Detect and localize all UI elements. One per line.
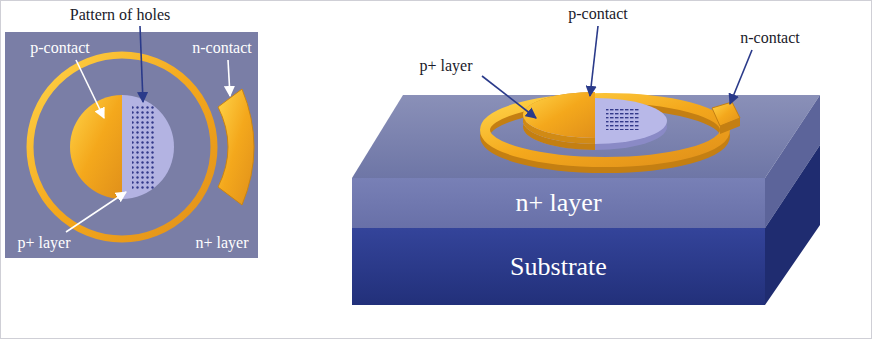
p-contact-pad — [70, 95, 122, 199]
layer-band: n+ layer — [352, 178, 765, 228]
ring-contact — [485, 98, 725, 162]
leader-line — [228, 60, 230, 96]
leader-line — [66, 192, 126, 232]
layer-name: n+ layer — [515, 188, 601, 218]
part-label: n+ layer — [196, 234, 249, 252]
n-contact-side — [720, 118, 740, 134]
side-face-substrate — [765, 145, 820, 305]
top-view — [5, 26, 258, 258]
part-label: p-contact — [30, 39, 90, 57]
part-label: p+ layer — [18, 234, 71, 252]
part-label: n-contact — [740, 29, 800, 47]
part-label: Pattern of holes — [70, 6, 170, 24]
p-contact-edge — [523, 92, 595, 144]
part-label: p-contact — [568, 5, 628, 23]
p-plus-disc — [122, 95, 174, 199]
n-plus-ground — [5, 32, 258, 258]
hole-pattern — [606, 108, 640, 130]
part-label: n-contact — [192, 39, 252, 57]
leader-line — [140, 26, 143, 102]
layer-name: Substrate — [510, 252, 607, 282]
ring-contact — [30, 55, 214, 239]
p-contact-pad — [523, 92, 595, 138]
leader-line — [730, 50, 752, 104]
part-label: p+ layer — [420, 57, 473, 75]
perspective-view — [352, 26, 820, 305]
n-contact-pad — [218, 89, 254, 205]
layer-band: Substrate — [352, 228, 765, 305]
leader-line — [76, 60, 104, 118]
hole-pattern — [132, 104, 154, 190]
leader-line — [482, 76, 536, 118]
leader-line — [590, 26, 598, 96]
